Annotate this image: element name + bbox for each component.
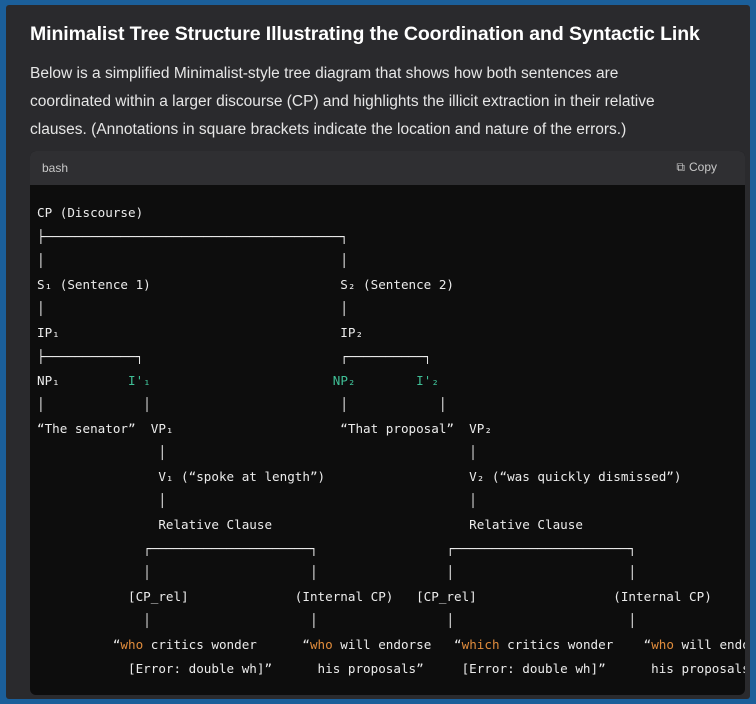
code-line: │ │: [37, 445, 477, 460]
code-token: │ │: [37, 445, 477, 460]
code-line: │ │ │ │: [37, 397, 446, 412]
copy-button[interactable]: ⧉Copy: [676, 160, 717, 175]
code-line: │ │: [37, 493, 477, 508]
code-line: │ │: [37, 301, 348, 316]
code-line: S₁ (Sentence 1) S₂ (Sentence 2): [37, 277, 454, 292]
code-line: [Error: double wh]” his proposals” [Erro…: [37, 661, 745, 676]
code-line: V₁ (“spoke at length”) V₂ (“was quickly …: [37, 469, 681, 484]
tree-diagram-code: CP (Discourse) ├────────────────────────…: [37, 201, 745, 681]
code-line: │ │ │ │: [37, 613, 636, 628]
code-line: ┌─────────────────────┐ ┌───────────────…: [37, 541, 636, 556]
code-language-label: bash: [42, 161, 69, 175]
code-block-header: bash ⧉Copy: [30, 151, 745, 185]
highlighted-token: NP₂: [332, 373, 356, 388]
code-token: S₁ (Sentence 1) S₂ (Sentence 2): [37, 277, 455, 292]
code-token: ┌─────────────────────┐ ┌───────────────…: [37, 541, 636, 556]
code-line: │ │: [37, 253, 348, 268]
copy-button-label: Copy: [688, 160, 717, 174]
code-block-body[interactable]: CP (Discourse) ├────────────────────────…: [30, 185, 745, 695]
code-line: ├───────────────────────────────────────…: [37, 229, 348, 244]
code-token: │ │ │ │: [37, 613, 636, 628]
code-token: CP (Discourse): [37, 205, 144, 220]
code-token: │ │: [37, 493, 477, 508]
highlighted-token: I'₂: [416, 373, 439, 388]
code-token: NP₁: [37, 373, 128, 388]
code-token: │ │ │ │: [37, 565, 636, 580]
code-token: “: [37, 637, 121, 652]
description-line-2: coordinated within a larger discourse (C…: [30, 93, 655, 110]
code-line: NP₁ I'₁ NP₂ I'₂: [37, 373, 439, 388]
description-line-1: Below is a simplified Minimalist-style t…: [30, 65, 619, 82]
highlighted-token: I'₁: [128, 373, 151, 388]
code-line: “The senator” VP₁ “That proposal” VP₂: [37, 421, 492, 436]
code-token: ├────────────┐ ┌──────────┐: [37, 349, 432, 364]
code-token: │ │: [37, 253, 348, 268]
code-token: [355, 373, 416, 388]
highlighted-token: which: [461, 637, 500, 652]
code-token: [CP_rel] (Internal CP) [CP_rel] (Interna…: [37, 589, 712, 604]
code-token: [Error: double wh]” his proposals” [Erro…: [37, 661, 745, 676]
section-title: Minimalist Tree Structure Illustrating t…: [30, 23, 700, 45]
code-token: “The senator” VP₁ “That proposal” VP₂: [37, 421, 492, 436]
code-line: Relative Clause Relative Clause: [37, 517, 583, 532]
code-token: IP₁ IP₂: [37, 325, 364, 340]
code-block: bash ⧉Copy CP (Discourse) ├─────────────…: [30, 151, 745, 695]
code-line: [CP_rel] (Internal CP) [CP_rel] (Interna…: [37, 589, 712, 604]
code-line: IP₁ IP₂: [37, 325, 363, 340]
code-token: V₁ (“spoke at length”) V₂ (“was quickly …: [37, 469, 682, 484]
description-line-3: clauses. (Annotations in square brackets…: [30, 121, 627, 138]
code-token: critics wonder “: [143, 637, 310, 652]
highlighted-token: who: [651, 637, 674, 652]
code-token: will endorse “: [332, 637, 462, 652]
code-token: critics wonder “: [499, 637, 652, 652]
code-token: Relative Clause Relative Clause: [37, 517, 583, 532]
code-line: │ │ │ │: [37, 565, 636, 580]
code-token: │ │ │ │: [37, 397, 447, 412]
code-token: [151, 373, 333, 388]
highlighted-token: who: [120, 637, 144, 652]
code-line: CP (Discourse): [37, 205, 143, 220]
highlighted-token: who: [309, 637, 333, 652]
code-token: │ │: [37, 301, 348, 316]
code-line: ├────────────┐ ┌──────────┐: [37, 349, 431, 364]
answer-panel: Minimalist Tree Structure Illustrating t…: [6, 5, 750, 699]
code-token: ├───────────────────────────────────────…: [37, 229, 348, 244]
copy-icon: ⧉: [676, 160, 685, 174]
code-line: “who critics wonder “who will endorse “w…: [37, 637, 745, 652]
code-token: will endorse: [681, 637, 745, 652]
